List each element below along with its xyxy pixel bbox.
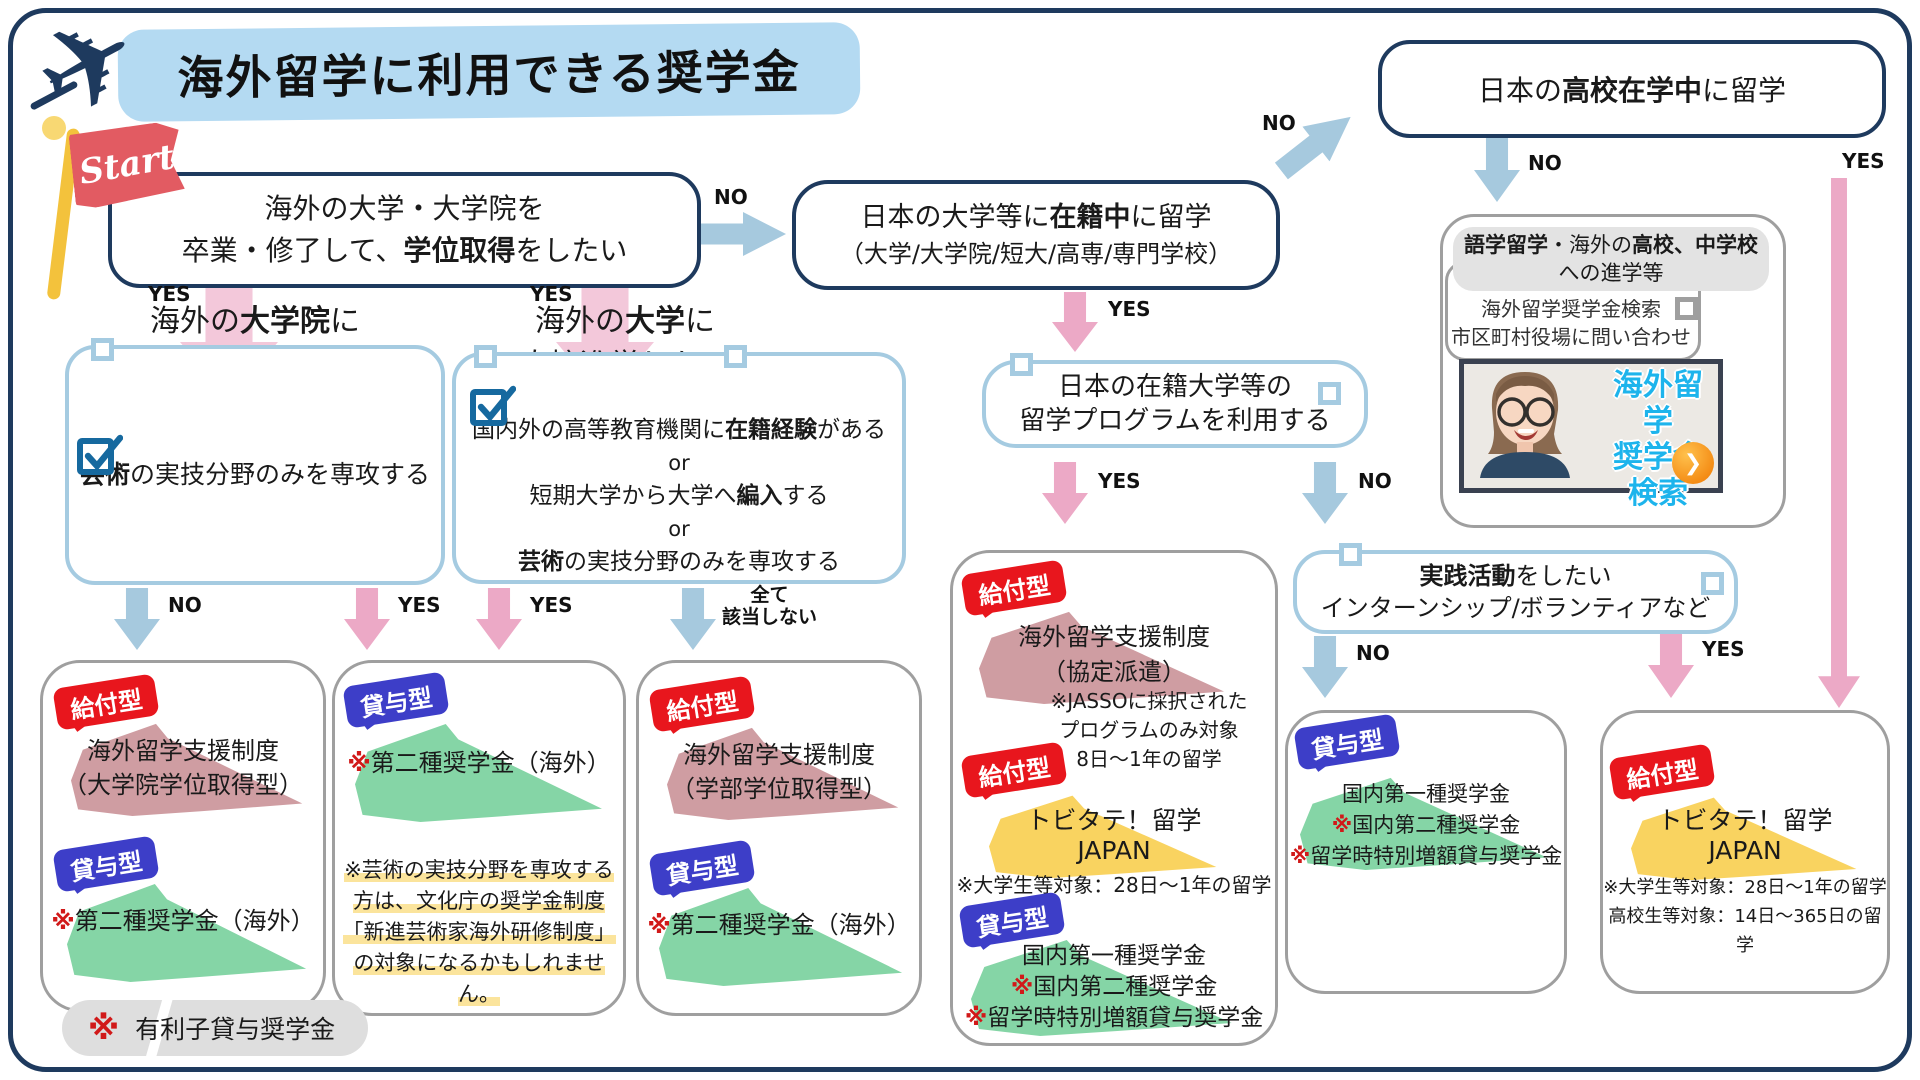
badge-taiyo: 貸与型 xyxy=(52,835,160,893)
result-a-item2: ※第二種奨学金（海外） xyxy=(51,907,315,935)
scholarship-search-banner[interactable]: 海外留学 奨学金 検索 ❯ xyxy=(1459,359,1723,511)
result-c-item2: ※第二種奨学金（海外） xyxy=(647,911,911,939)
result-b-item: ※第二種奨学金（海外） xyxy=(347,749,611,777)
q2-line2: （大学/大学院/短大/高専/専門学校） xyxy=(839,240,1233,268)
practice-box: 実践活動をしたい インターンシップ/ボランティアなど xyxy=(1293,543,1738,634)
q1-line2: 卒業・修了して、学位取得をしたい xyxy=(181,234,628,267)
search-line1: 海外留学奨学金検索 xyxy=(1481,297,1661,321)
side-header: 語学留学・海外の高校、中学校 への進学等 xyxy=(1453,227,1769,291)
result-c-item1-line2: （学部学位取得型） xyxy=(671,775,887,803)
q1-box: 海外の大学・大学院を 卒業・修了して、学位取得をしたい xyxy=(108,172,701,288)
program-box: 日本の在籍大学等の 留学プログラムを利用する xyxy=(982,353,1368,448)
checkbox-icon xyxy=(470,385,516,426)
label-yes-program: YES xyxy=(1098,469,1141,493)
title-banner: 海外留学に利用できる奨学金 xyxy=(117,22,861,122)
result-b-note: ※芸術の実技分野を専攻する 方は、文化庁の奨学金制度 「新進芸術家海外研修制度」… xyxy=(342,858,616,1006)
result-d-note2: ※大学生等対象：28日～1年の留学 xyxy=(956,873,1272,897)
label-yes-q2: YES xyxy=(1108,297,1151,321)
result-d-item1-line2: （協定派遣） xyxy=(1042,658,1186,686)
label-no-q1: NO xyxy=(714,185,748,209)
badge-taiyo: 貸与型 xyxy=(342,671,450,729)
banner-arrow-button[interactable]: ❯ xyxy=(1672,442,1714,484)
result-c-item1-line1: 海外留学支援制度 xyxy=(683,741,875,769)
result-d-item1-line1: 海外留学支援制度 xyxy=(1018,623,1210,651)
q2-box: 日本の大学等に在籍中に留学 （大学/大学院/短大/高専/専門学校） xyxy=(792,180,1280,290)
label-yes-grad2: YES xyxy=(398,593,441,617)
practice-line2: インターンシップ/ボランティアなど xyxy=(1320,594,1711,622)
label-allno-univ: 全て該当しない xyxy=(722,584,818,628)
page-title: 海外留学に利用できる奨学金 xyxy=(177,44,801,106)
label-yes-q3: YES xyxy=(1842,149,1885,173)
univ-box-notch-right xyxy=(724,345,747,368)
q1-line1: 海外の大学・大学院を xyxy=(264,192,545,225)
badge-kyufu: 給付型 xyxy=(52,673,160,731)
result-f-item-line2: JAPAN xyxy=(1708,836,1782,865)
banner-text: 海外留学 奨学金 検索 xyxy=(1613,368,1703,511)
label-no-program: NO xyxy=(1358,469,1392,493)
program-box-notch-right xyxy=(1318,382,1341,405)
label-no-q2: NO xyxy=(1262,111,1296,135)
banner-woman-photo xyxy=(1464,364,1590,478)
side-language-study-box: 語学留学・海外の高校、中学校 への進学等 海外留学奨学金検索 市区町村役場に問い… xyxy=(1440,214,1786,528)
badge-taiyo: 貸与型 xyxy=(648,839,756,897)
legend-pill: ※ 有利子貸与奨学金 xyxy=(62,1000,368,1056)
program-line1: 日本の在籍大学等の xyxy=(1057,372,1292,402)
label-no-q3: NO xyxy=(1528,151,1562,175)
result-f-note: ※大学生等対象：28日～1年の留学 高校生等対象：14日～365日の留学 xyxy=(1603,877,1887,956)
badge-kyufu: 給付型 xyxy=(1608,743,1716,801)
start-label: Start xyxy=(76,136,178,194)
label-yes-practice: YES xyxy=(1702,637,1745,661)
q3-line: 日本の高校在学中に留学 xyxy=(1477,74,1787,107)
result-box-grad-art: 貸与型 ※第二種奨学金（海外） ※芸術の実技分野を専攻する 方は、文化庁の奨学金… xyxy=(332,660,626,1016)
badge-kyufu: 給付型 xyxy=(648,675,756,733)
result-f-item-line1: トビタテ！留学 xyxy=(1657,806,1833,835)
result-box-grad: 給付型 海外留学支援制度 （大学院学位取得型） 貸与型 ※第二種奨学金（海外） xyxy=(40,660,326,1012)
result-box-univ: 給付型 海外留学支援制度 （学部学位取得型） 貸与型 ※第二種奨学金（海外） xyxy=(636,660,922,1016)
outer-frame xyxy=(8,8,1912,1072)
program-line2: 留学プログラムを利用する xyxy=(1019,406,1331,436)
label-no-practice: NO xyxy=(1356,641,1390,665)
practice-box-notch-left xyxy=(1339,543,1362,566)
legend-asterisk: ※ xyxy=(88,1009,120,1047)
result-d-item2-line2: JAPAN xyxy=(1077,836,1151,865)
result-a-item1-line1: 海外留学支援制度 xyxy=(87,737,279,765)
grad-condition-text: 芸術の実技分野のみを専攻する xyxy=(80,460,431,489)
chevron-right-icon: ❯ xyxy=(1683,450,1703,476)
label-no-grad: NO xyxy=(168,593,202,617)
result-a-item1-line2: （大学院学位取得型） xyxy=(63,771,303,799)
badge-taiyo: 貸与型 xyxy=(1293,713,1401,771)
univ-condition-box: 国内外の高等教育機関に在籍経験がある or 短期大学から大学へ編入する or 芸… xyxy=(452,345,906,584)
search-line2: 市区町村役場に問い合わせ xyxy=(1451,325,1691,349)
result-e-item: 国内第一種奨学金 ※国内第二種奨学金 ※留学時特別増額貸与奨学金 xyxy=(1289,782,1563,868)
result-box-tobitate: 給付型 トビタテ！留学 JAPAN ※大学生等対象：28日～1年の留学 高校生等… xyxy=(1600,710,1890,994)
search-box-notch xyxy=(1675,297,1698,320)
badge-kyufu: 給付型 xyxy=(960,559,1068,617)
grad-box-notch xyxy=(91,338,114,361)
result-d-note1: ※JASSOに採択された プログラムのみ対象 8日～1年の留学 xyxy=(1050,689,1248,771)
practice-box-notch-right xyxy=(1701,572,1724,595)
result-d-item3: 国内第一種奨学金 ※国内第二種奨学金 ※留学時特別増額貸与奨学金 xyxy=(964,943,1264,1031)
grad-condition-box: 芸術の実技分野のみを専攻する xyxy=(65,338,445,585)
label-yes-univ: YES xyxy=(530,282,573,306)
checkbox-icon xyxy=(77,434,123,475)
practice-line1: 実践活動をしたい xyxy=(1419,562,1612,590)
univ-box-notch-left xyxy=(474,345,497,368)
result-box-program: 給付型 海外留学支援制度 （協定派遣） ※JASSOに採択された プログラムのみ… xyxy=(950,550,1278,1046)
result-d-item2-line1: トビタテ！留学 xyxy=(1026,806,1202,835)
label-yes-grad: YES xyxy=(148,282,191,306)
label-yes-univ2: YES xyxy=(530,593,573,617)
result-box-domestic: 貸与型 国内第一種奨学金 ※国内第二種奨学金 ※留学時特別増額貸与奨学金 xyxy=(1285,710,1567,994)
q3-box: 日本の高校在学中に留学 xyxy=(1378,40,1886,138)
univ-conditions-text: 国内外の高等教育機関に在籍経験がある or 短期大学から大学へ編入する or 芸… xyxy=(472,417,886,575)
program-box-notch-left xyxy=(1010,353,1033,376)
q2-line1: 日本の大学等に在籍中に留学 xyxy=(860,202,1212,233)
legend-text: 有利子貸与奨学金 xyxy=(135,1015,336,1044)
